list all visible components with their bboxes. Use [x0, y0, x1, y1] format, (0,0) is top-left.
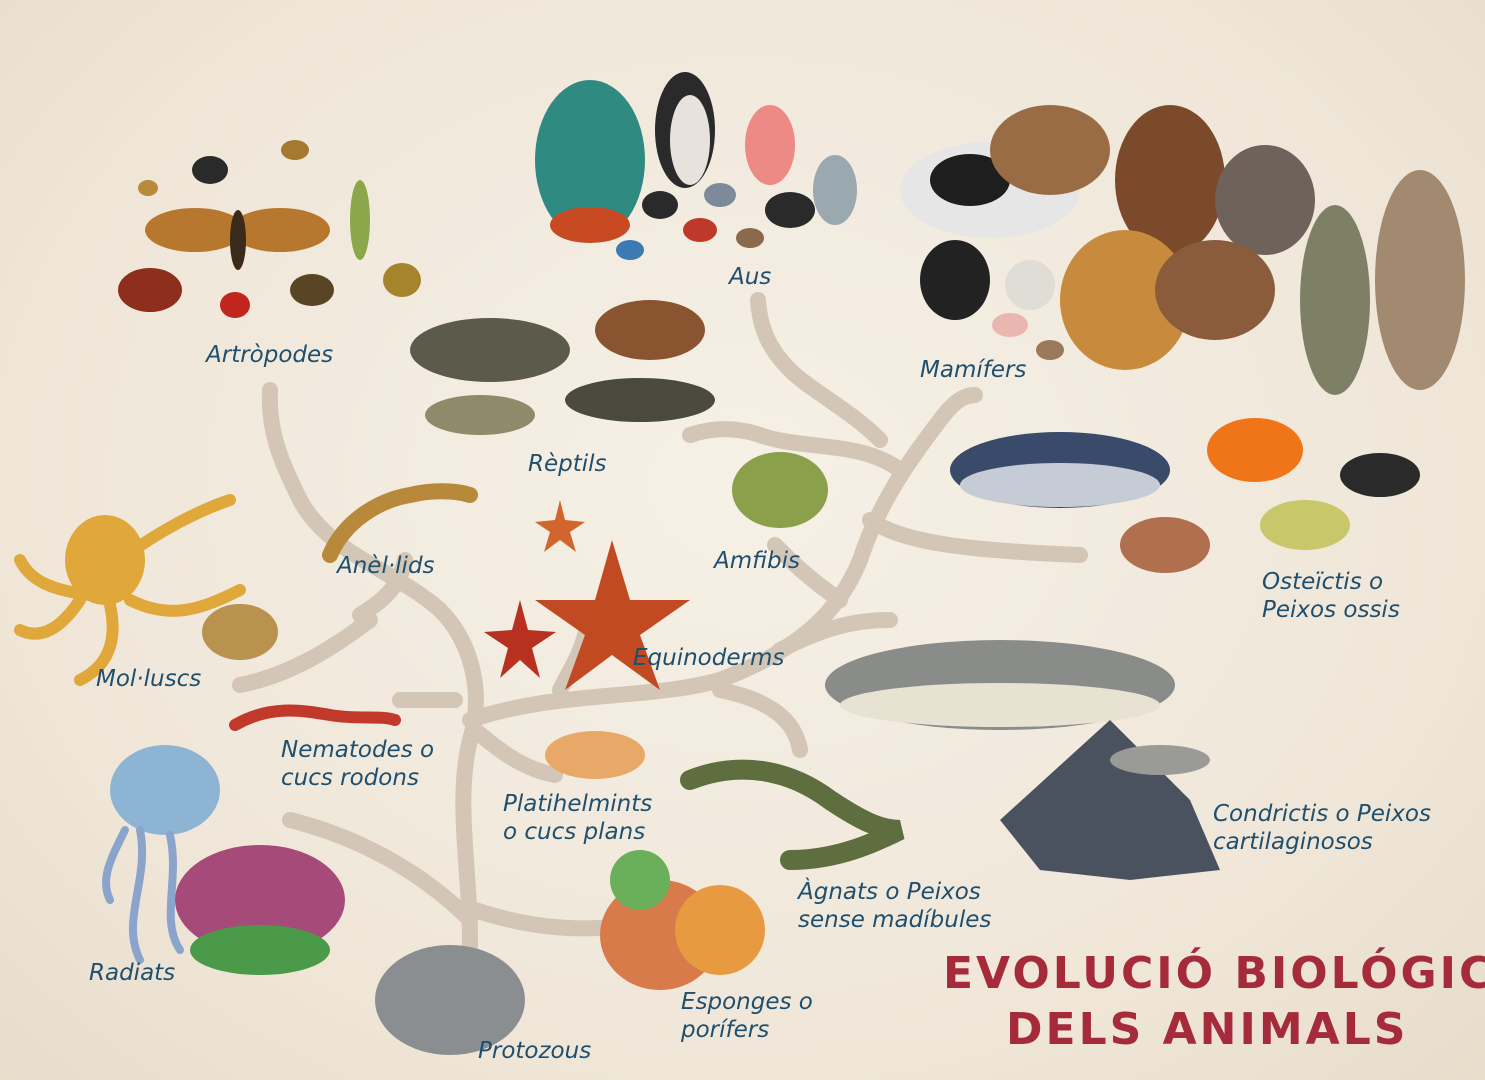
- title-line-1: EVOLUCIÓ BIOLÓGICA: [943, 948, 1485, 1000]
- label-esponges-1: Esponges o: [681, 990, 813, 1015]
- label-reptils: Rèptils: [528, 452, 607, 477]
- label-amfibis: Amfibis: [714, 549, 800, 574]
- label-protozous: Protozous: [478, 1039, 591, 1064]
- branch-platihelmints: [475, 730, 555, 775]
- amphibian: [732, 452, 828, 528]
- molluscs-cluster: [20, 500, 278, 680]
- label-platihelmints-2: o cucs plans: [503, 820, 645, 845]
- label-nematodes-1: Nematodes o: [281, 738, 434, 763]
- label-agnats-1: Àgnats o Peixos: [798, 880, 981, 905]
- label-aus: Aus: [729, 265, 771, 290]
- label-molluscs: Mol·luscs: [96, 667, 201, 692]
- branch-osteictis: [870, 520, 1080, 555]
- label-osteictis-1: Osteïctis o: [1262, 570, 1383, 595]
- label-osteictis-2: Peixos ossis: [1262, 598, 1400, 623]
- label-agnats-2: sense madíbules: [798, 908, 991, 933]
- birds-cluster: [535, 72, 857, 260]
- branch-aus: [758, 300, 880, 440]
- reptiles-cluster: [410, 300, 715, 435]
- label-nematodes-2: cucs rodons: [281, 766, 419, 791]
- branch-esponges: [475, 910, 600, 928]
- label-artropodes: Artròpodes: [206, 343, 333, 368]
- sponges-cluster: [600, 850, 765, 990]
- mammals-cluster: [900, 105, 1465, 395]
- label-condrictis-1: Condrictis o Peixos: [1213, 802, 1431, 827]
- title-line-2: DELS ANIMALS: [1006, 1004, 1408, 1056]
- label-platihelmints-1: Platihelmints: [503, 792, 652, 817]
- label-condrictis-2: cartilaginosos: [1213, 830, 1373, 855]
- arthropods-cluster: [118, 140, 421, 318]
- label-anelids: Anèl·lids: [337, 554, 435, 579]
- label-mamifers: Mamífers: [920, 358, 1026, 383]
- label-esponges-2: porífers: [681, 1018, 769, 1043]
- label-radiats: Radiats: [89, 961, 175, 986]
- branch-agnats: [720, 690, 800, 750]
- label-equinoderms: Equinoderms: [633, 646, 784, 671]
- branch-condrictis: [780, 620, 890, 650]
